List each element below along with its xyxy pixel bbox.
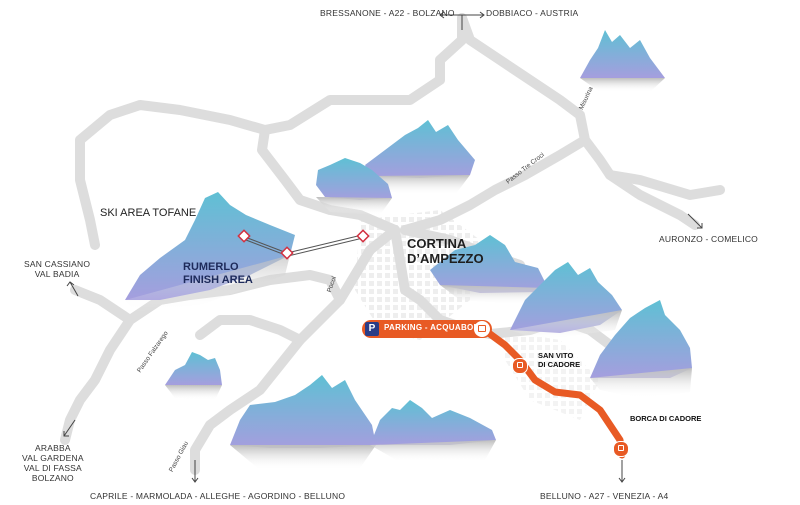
mountain-icon [370, 400, 496, 462]
bus-stop-san-vito[interactable] [512, 358, 528, 374]
parking-label: PARKING - ACQUABONA [384, 323, 486, 332]
mountain-icon [430, 235, 548, 305]
stop-label-borca: BORCA DI CADORE [630, 414, 702, 423]
arrow-icon [439, 11, 485, 30]
arrow-icon [687, 213, 703, 229]
mountain-icon [316, 158, 392, 215]
destination-south: CAPRILE - MARMOLADA - ALLEGHE - AGORDINO… [90, 491, 346, 501]
destination-west: SAN CASSIANO VAL BADIA [24, 259, 91, 279]
parking-badge[interactable]: P PARKING - ACQUABONA [362, 320, 492, 338]
shuttle-route [486, 330, 626, 459]
valley-dots [500, 330, 600, 420]
mountain-icon [590, 300, 692, 398]
arrow-icon [63, 419, 76, 437]
mountains [125, 30, 692, 470]
stop-label-san-vito: SAN VITO DI CADORE [538, 351, 581, 369]
arrow-icon [191, 460, 199, 483]
mountain-icon [125, 192, 295, 312]
destination-southwest: ARABBA VAL GARDENA VAL DI FASSA BOLZANO [22, 443, 84, 483]
bus-icon [517, 362, 523, 368]
destination-north-left: BRESSANONE - A22 - BOLZANO [320, 8, 455, 18]
mountain-icon [165, 352, 222, 400]
mountain-icon [230, 375, 376, 470]
bus-icon [618, 445, 624, 451]
town-label: CORTINA D’AMPEZZO [407, 236, 484, 266]
arrow-icon [66, 281, 79, 297]
ski-area-label: SKI AREA TOFANE [100, 207, 197, 219]
destination-north-right: DOBBIACO - AUSTRIA [486, 8, 579, 18]
mountain-icon [365, 120, 475, 195]
mountain-icon [580, 30, 665, 92]
parking-icon: P [365, 322, 379, 336]
destination-southeast: BELLUNO - A27 - VENEZIA - A4 [540, 491, 669, 501]
cable-car-icon [237, 229, 370, 260]
finish-area-label: RUMERLO FINISH AREA [183, 261, 253, 286]
mountain-icon [510, 262, 622, 340]
bus-stop-borca[interactable] [613, 441, 629, 457]
arrow-icon [618, 460, 626, 483]
destination-east: AURONZO - COMELICO [659, 234, 758, 244]
bus-icon [474, 321, 490, 337]
